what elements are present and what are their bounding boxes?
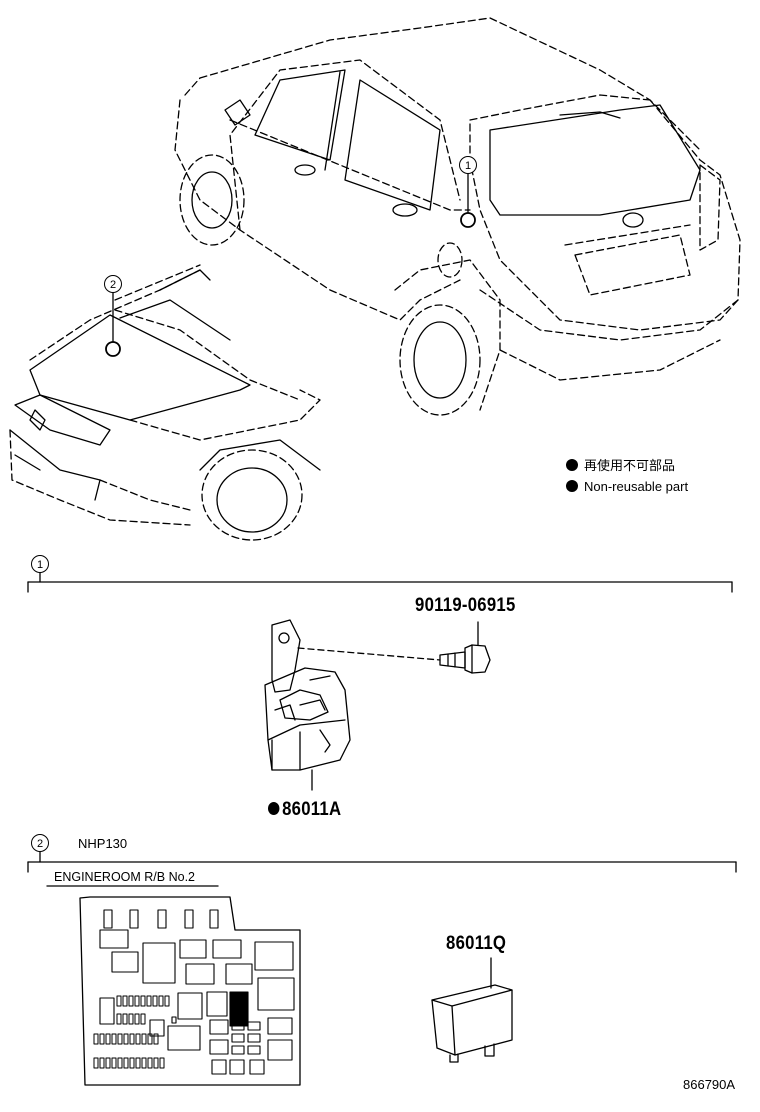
legend-english-text: Non-reusable part: [584, 479, 689, 494]
illustration-id: 866790A: [683, 1077, 736, 1092]
non-reusable-dot-icon: [268, 802, 280, 815]
relay-86011q-drawing: [431, 957, 513, 1063]
part-number-relay[interactable]: 86011Q: [446, 933, 507, 954]
legend-japanese: 再使用不可部品: [566, 459, 675, 472]
model-code: NHP130: [78, 836, 128, 851]
location-2-callout: 2: [104, 275, 122, 293]
engineroom-relay-block-drawing: [79, 896, 301, 1086]
part-number-bolt[interactable]: 90119-06915: [415, 595, 516, 616]
location-1-callout: 1: [459, 156, 477, 174]
relay-block-title: ENGINEROOM R/B No.2: [54, 870, 195, 884]
non-reusable-dot-icon: [566, 459, 578, 471]
part-number-sensor-text: 86011A: [282, 799, 342, 820]
legend-japanese-text: 再使用不可部品: [584, 458, 676, 473]
legend-english: Non-reusable part: [566, 480, 688, 493]
bolt-90119-06915-drawing: [439, 621, 491, 674]
section-1-bracket: [27, 571, 733, 593]
front-car-illustration: [9, 264, 321, 541]
sensor-86011a-drawing: [264, 619, 441, 791]
section-2-bracket: [27, 851, 737, 887]
non-reusable-dot-icon: [566, 480, 578, 492]
part-number-sensor[interactable]: 86011A: [268, 800, 341, 819]
section-2-callout: 2: [31, 834, 49, 852]
section-1-callout: 1: [31, 555, 49, 573]
rear-car-illustration: [174, 17, 741, 416]
